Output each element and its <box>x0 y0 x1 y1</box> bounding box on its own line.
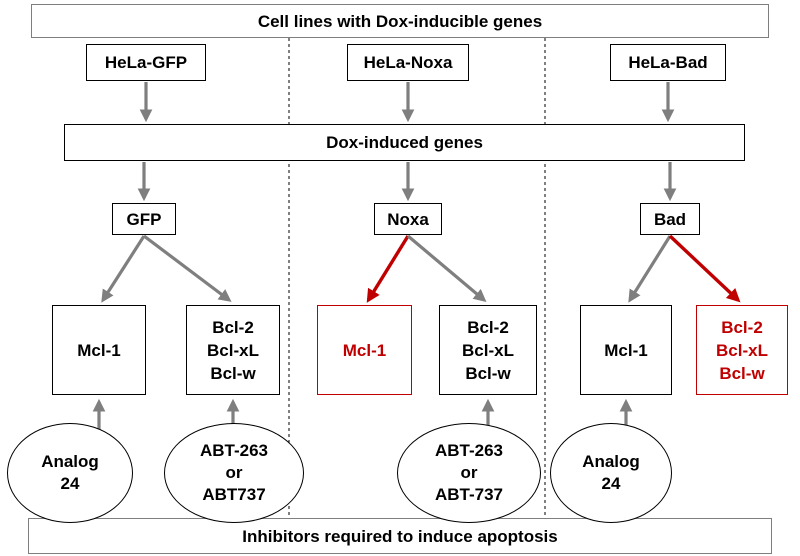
mcl1-box-noxa: Mcl-1 <box>317 305 412 395</box>
mcl1-box-gfp: Mcl-1 <box>52 305 146 395</box>
arrow-gene-to-bcl2-bad <box>668 234 741 303</box>
gene-box-bad: Bad <box>640 203 700 235</box>
inhibitor-oval-gfp-left: Analog 24 <box>7 423 133 523</box>
arrow-gene-to-mcl1-bad <box>628 235 672 303</box>
mcl1-box-bad: Mcl-1 <box>580 305 672 395</box>
gene-box-noxa: Noxa <box>374 203 442 235</box>
inhibitor-oval-bad-left: Analog 24 <box>550 423 672 523</box>
inhibitor-oval-noxa-right: ABT-263 or ABT-737 <box>397 423 541 523</box>
arrow-gene-to-bcl2-gfp <box>143 234 232 302</box>
bcl2-family-box-gfp: Bcl-2 Bcl-xL Bcl-w <box>186 305 280 395</box>
arrow-gene-to-mcl1-noxa <box>366 235 410 303</box>
header-banner: Cell lines with Dox-inducible genes <box>31 4 769 38</box>
cell-line-box-gfp: HeLa-GFP <box>86 44 206 81</box>
bcl2-family-box-bad: Bcl-2 Bcl-xL Bcl-w <box>696 305 788 395</box>
gene-box-gfp: GFP <box>112 203 176 235</box>
inhibitor-oval-gfp-right: ABT-263 or ABT737 <box>164 423 304 523</box>
arrow-gene-to-bcl2-noxa <box>406 234 487 303</box>
bcl2-family-box-noxa: Bcl-2 Bcl-xL Bcl-w <box>439 305 537 395</box>
arrow-gene-to-mcl1-gfp <box>101 235 146 303</box>
cell-line-box-bad: HeLa-Bad <box>610 44 726 81</box>
footer-banner: Inhibitors required to induce apoptosis <box>28 518 772 554</box>
cell-line-box-noxa: HeLa-Noxa <box>347 44 469 81</box>
dox-induced-genes-bar: Dox-induced genes <box>64 124 745 161</box>
